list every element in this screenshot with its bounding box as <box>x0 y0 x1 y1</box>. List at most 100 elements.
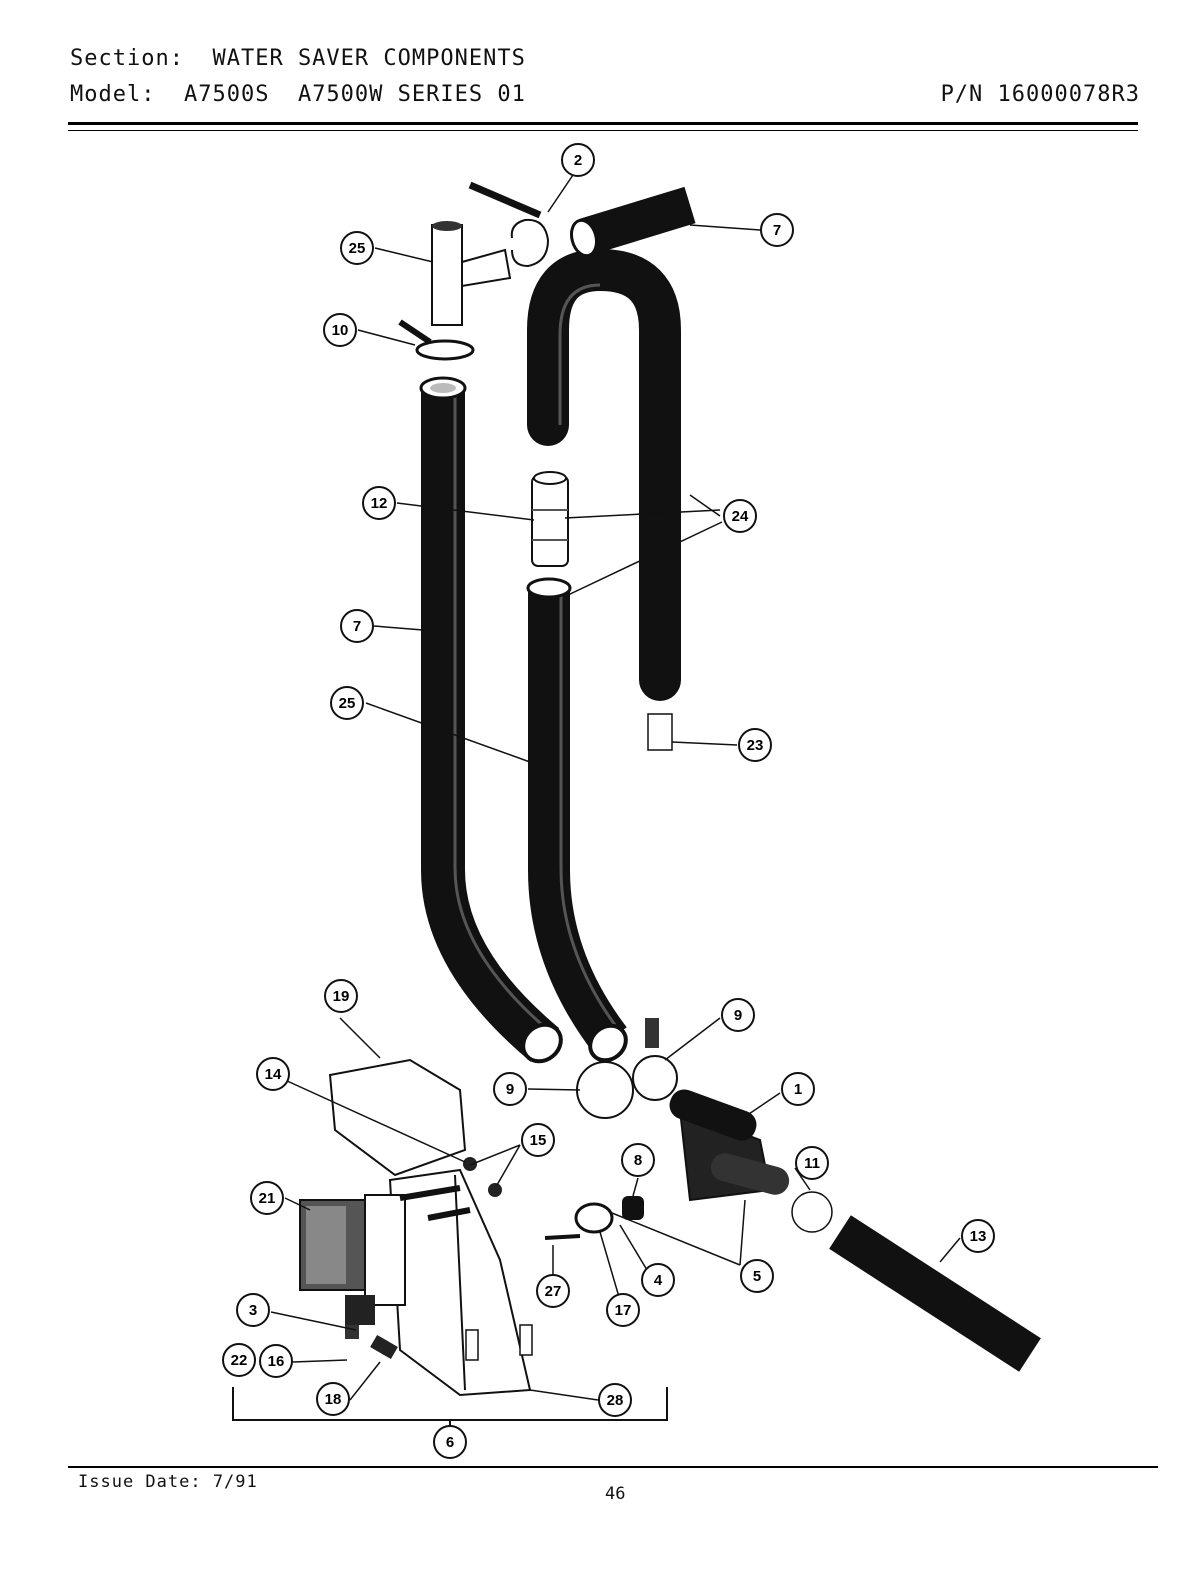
callout-16: 16 <box>259 1344 293 1378</box>
callout-circle <box>641 1263 675 1297</box>
clamp-9-screw <box>645 1018 659 1048</box>
callout-24: 24 <box>723 499 757 533</box>
callout-12: 12 <box>362 486 396 520</box>
callout-6: 6 <box>433 1425 467 1459</box>
hose-bottom-right <box>829 1215 1041 1372</box>
callout-circle <box>721 998 755 1032</box>
callout-4: 4 <box>641 1263 675 1297</box>
callout-circle <box>521 1123 555 1157</box>
callout-circle <box>250 1181 284 1215</box>
callout-circle <box>323 313 357 347</box>
callout-circle <box>259 1344 293 1378</box>
issue-date: Issue Date: 7/91 <box>78 1472 258 1492</box>
hose-middle-highlight <box>559 594 617 1026</box>
hose-left-bottom-opening <box>521 1022 563 1064</box>
callout-13: 13 <box>961 1219 995 1253</box>
callout-circle <box>961 1219 995 1253</box>
callout-21: 21 <box>250 1181 284 1215</box>
callout-circle <box>621 1143 655 1177</box>
callout-circle <box>723 499 757 533</box>
callout-label: 5 <box>753 1268 761 1285</box>
callout-label: 11 <box>804 1155 820 1172</box>
callout-circle <box>561 143 595 177</box>
callout-7: 7 <box>340 609 374 643</box>
callout-circle <box>316 1382 350 1416</box>
hose-left-top-inner <box>430 383 456 393</box>
clamp-10-screw <box>398 319 432 345</box>
callout-10: 10 <box>323 313 357 347</box>
callout-22: 22 <box>222 1343 256 1377</box>
callout-circle <box>340 231 374 265</box>
callout-label: 12 <box>371 495 388 512</box>
callout-14: 14 <box>256 1057 290 1091</box>
callout-11: 11 <box>795 1146 829 1180</box>
callout-25: 25 <box>340 231 374 265</box>
hose-middle-top-opening <box>526 577 572 599</box>
callout-label: 14 <box>265 1066 282 1083</box>
hose-middle-bottom-opening <box>588 1023 628 1063</box>
header-rule-thick <box>68 122 1138 125</box>
spring-18 <box>370 1334 398 1360</box>
callout-label: 19 <box>333 988 350 1005</box>
tee-top <box>432 221 462 231</box>
callout-circle <box>222 1343 256 1377</box>
connector-12-top <box>533 471 567 485</box>
solenoid-frame <box>364 1194 406 1306</box>
clamp-top-screw <box>468 181 542 219</box>
clamp-9-b <box>632 1055 678 1101</box>
callout-label: 9 <box>506 1081 514 1098</box>
callout-17: 17 <box>606 1293 640 1327</box>
nut-14 <box>463 1157 477 1171</box>
callout-label: 25 <box>339 695 356 712</box>
callout-19: 19 <box>324 979 358 1013</box>
connector-12 <box>531 475 569 567</box>
callout-25: 25 <box>330 686 364 720</box>
section-label: Section: <box>70 46 184 71</box>
callout-18: 18 <box>316 1382 350 1416</box>
tee-fitting <box>431 224 463 326</box>
valve-inlet-1 <box>669 1089 757 1141</box>
callout-label: 1 <box>794 1081 802 1098</box>
callout-circle <box>598 1383 632 1417</box>
callout-1: 1 <box>781 1072 815 1106</box>
callout-label: 21 <box>259 1190 276 1207</box>
callout-8: 8 <box>621 1143 655 1177</box>
callout-9: 9 <box>493 1072 527 1106</box>
callout-circle <box>493 1072 527 1106</box>
part-8 <box>622 1196 644 1220</box>
callout-label: 16 <box>268 1353 285 1370</box>
callout-label: 3 <box>249 1302 257 1319</box>
clip-23 <box>647 713 673 751</box>
solenoid-coil <box>306 1206 346 1284</box>
hose-j-hook <box>527 248 681 701</box>
model-value: A7500S A7500W SERIES 01 <box>183 82 526 107</box>
section-title: Section: WATER SAVER COMPONENTS <box>70 46 526 71</box>
callout-label: 18 <box>325 1391 342 1408</box>
callout-label: 8 <box>634 1152 642 1169</box>
callout-label: 27 <box>545 1283 562 1300</box>
hose-j-highlight <box>558 283 601 425</box>
footer-rule <box>68 1466 1158 1468</box>
callout-7: 7 <box>760 213 794 247</box>
nut-15 <box>488 1183 502 1197</box>
valve-outlet <box>710 1153 790 1195</box>
callout-label: 2 <box>574 152 582 169</box>
callout-15: 15 <box>521 1123 555 1157</box>
part-27 <box>544 1234 581 1240</box>
callout-circle <box>330 686 364 720</box>
callout-circle <box>781 1072 815 1106</box>
callout-label: 24 <box>732 508 749 525</box>
callout-label: 10 <box>332 322 349 339</box>
callout-28: 28 <box>598 1383 632 1417</box>
callout-3: 3 <box>236 1293 270 1327</box>
section-value: WATER SAVER COMPONENTS <box>212 46 526 71</box>
callout-circle <box>236 1293 270 1327</box>
model-line: Model: A7500S A7500W SERIES 01 <box>70 82 526 107</box>
bolt-15-a <box>399 1185 461 1201</box>
bracket-19 <box>328 1058 467 1177</box>
callout-27: 27 <box>536 1274 570 1308</box>
callout-circle <box>606 1293 640 1327</box>
callout-label: 15 <box>530 1132 547 1149</box>
leader-lines <box>270 171 961 1401</box>
hose-left-highlight <box>453 392 549 1032</box>
